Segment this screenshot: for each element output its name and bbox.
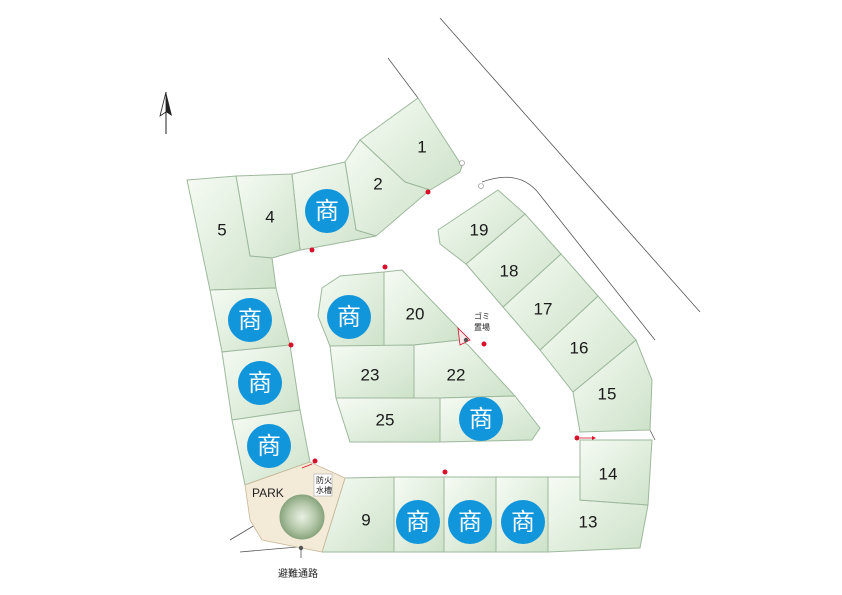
park-area: PARK 防火 水槽 [244,461,346,553]
lot-label: 商 [315,197,339,225]
commercial-icon [396,500,440,544]
lot-label: 商 [511,508,535,536]
lot-label: 17 [534,300,553,319]
lot-label: 9 [361,511,370,530]
lot-label: 15 [598,385,617,404]
evacuation-label: 避難通路 [278,567,318,580]
commercial-icon [448,500,492,544]
lot-10[interactable]: 商 [393,476,445,553]
lot-25[interactable]: 25 [335,397,441,443]
lot-label: 20 [406,305,425,324]
lot-8[interactable]: 商 [231,409,311,486]
lot-label: 商 [458,508,482,536]
lot-label: 商 [257,432,281,460]
garbage-label-2: 置場 [474,322,490,332]
lot-22[interactable]: 22 [413,339,517,399]
lot-label: 4 [265,208,274,227]
lot-20[interactable]: 20 [383,269,461,347]
lot-label: 13 [579,513,598,532]
lot-label: 25 [376,411,395,430]
lot-label: 商 [469,405,493,433]
lot-6[interactable]: 商 [209,287,291,353]
lot-label: 商 [406,508,430,536]
lot-label: 14 [599,465,618,484]
lot-label: 商 [337,303,361,331]
lot-label: 5 [217,221,226,240]
lot-label: 1 [417,138,426,157]
commercial-icon [238,361,282,405]
lot-16[interactable]: 16 [539,295,637,393]
lot-label: 2 [373,175,382,194]
road-lines [229,17,701,553]
lot-24[interactable]: 商 [439,395,541,443]
commercial-icon [459,397,503,441]
lot-label: 22 [447,366,466,385]
commercial-icon [247,424,291,468]
commercial-icon [305,189,349,233]
lot-21[interactable]: 商 [317,271,385,347]
lot-label: 19 [470,221,489,240]
lot-19[interactable]: 19 [437,189,526,265]
lot-label: 16 [570,339,589,358]
fire-tank-label-1: 防火 [316,475,332,485]
evacuation-path: 避難通路 [278,545,318,580]
garbage-station: ゴミ 置場 [457,311,490,346]
lot-label: 18 [500,262,519,281]
north-arrow-icon [159,91,172,134]
commercial-icon [501,500,545,544]
lot-7[interactable]: 商 [221,344,301,421]
park-label: PARK [252,486,284,500]
lot-14[interactable]: 14 [579,439,653,506]
lot-12[interactable]: 商 [495,476,549,553]
commercial-icon [327,295,371,339]
lot-label: 商 [248,369,272,397]
lot-23[interactable]: 23 [329,344,415,399]
lot-11[interactable]: 商 [443,476,497,553]
tree-icon [279,494,325,540]
lot-label: 商 [238,306,262,334]
fire-tank-box [313,473,333,497]
lot-label: 23 [361,366,380,385]
commercial-icon [228,298,272,342]
boundary-markers [288,189,580,475]
arrow-markers [301,436,596,469]
garbage-label-1: ゴミ [474,311,490,321]
fire-tank-label-2: 水槽 [316,485,332,495]
